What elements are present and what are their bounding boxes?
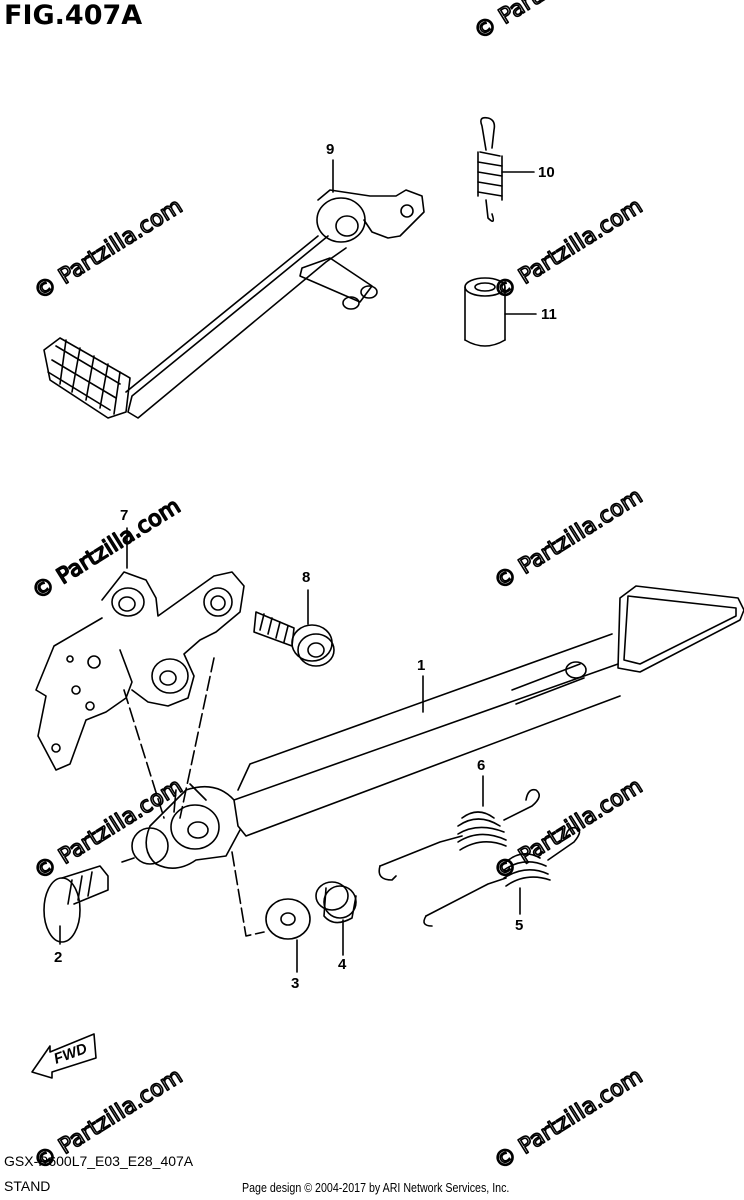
fwd-arrow-icon: FWD [31, 1033, 97, 1079]
part-6-spring [378, 788, 540, 881]
part-3-washer [265, 898, 311, 940]
part-2-pivot-bolt [43, 865, 109, 943]
section-name: STAND [4, 1178, 51, 1194]
part-10-spring [477, 116, 503, 222]
callout-11: 11 [541, 306, 557, 323]
callout-1: 1 [417, 657, 425, 674]
part-8-bolt [253, 611, 335, 667]
copyright-notice: Page design © 2004-2017 by ARI Network S… [242, 1180, 510, 1195]
part-4-nut [315, 881, 357, 924]
diagram-code: GSX-R600L7_E03_E28_407A [4, 1153, 194, 1169]
watermark: © Partzilla.com [28, 494, 185, 605]
figure-title: FIG.407A [4, 0, 143, 31]
part-1-side-stand [131, 585, 744, 869]
watermark: © Partzilla.com [30, 774, 187, 885]
callout-10: 10 [538, 164, 555, 181]
callout-4: 4 [338, 956, 347, 973]
part-9-shift-pedal [43, 189, 425, 419]
part-7-bracket [35, 571, 245, 771]
watermark: © Partzilla.com [30, 194, 187, 305]
assembly-guide [121, 851, 265, 937]
callout-3: 3 [291, 975, 299, 992]
callout-8: 8 [302, 569, 310, 586]
watermark: © Partzilla.com [490, 484, 647, 595]
callout-9: 9 [326, 141, 334, 158]
watermark: © Partzilla.com [470, 0, 627, 45]
callout-7: 7 [120, 507, 128, 524]
callout-6: 6 [477, 757, 485, 774]
part-5-spring [423, 826, 581, 927]
callout-2: 2 [54, 949, 62, 966]
watermark: © Partzilla.com [490, 194, 647, 305]
watermark: © Partzilla.com [490, 1064, 647, 1175]
callout-5: 5 [515, 917, 523, 934]
